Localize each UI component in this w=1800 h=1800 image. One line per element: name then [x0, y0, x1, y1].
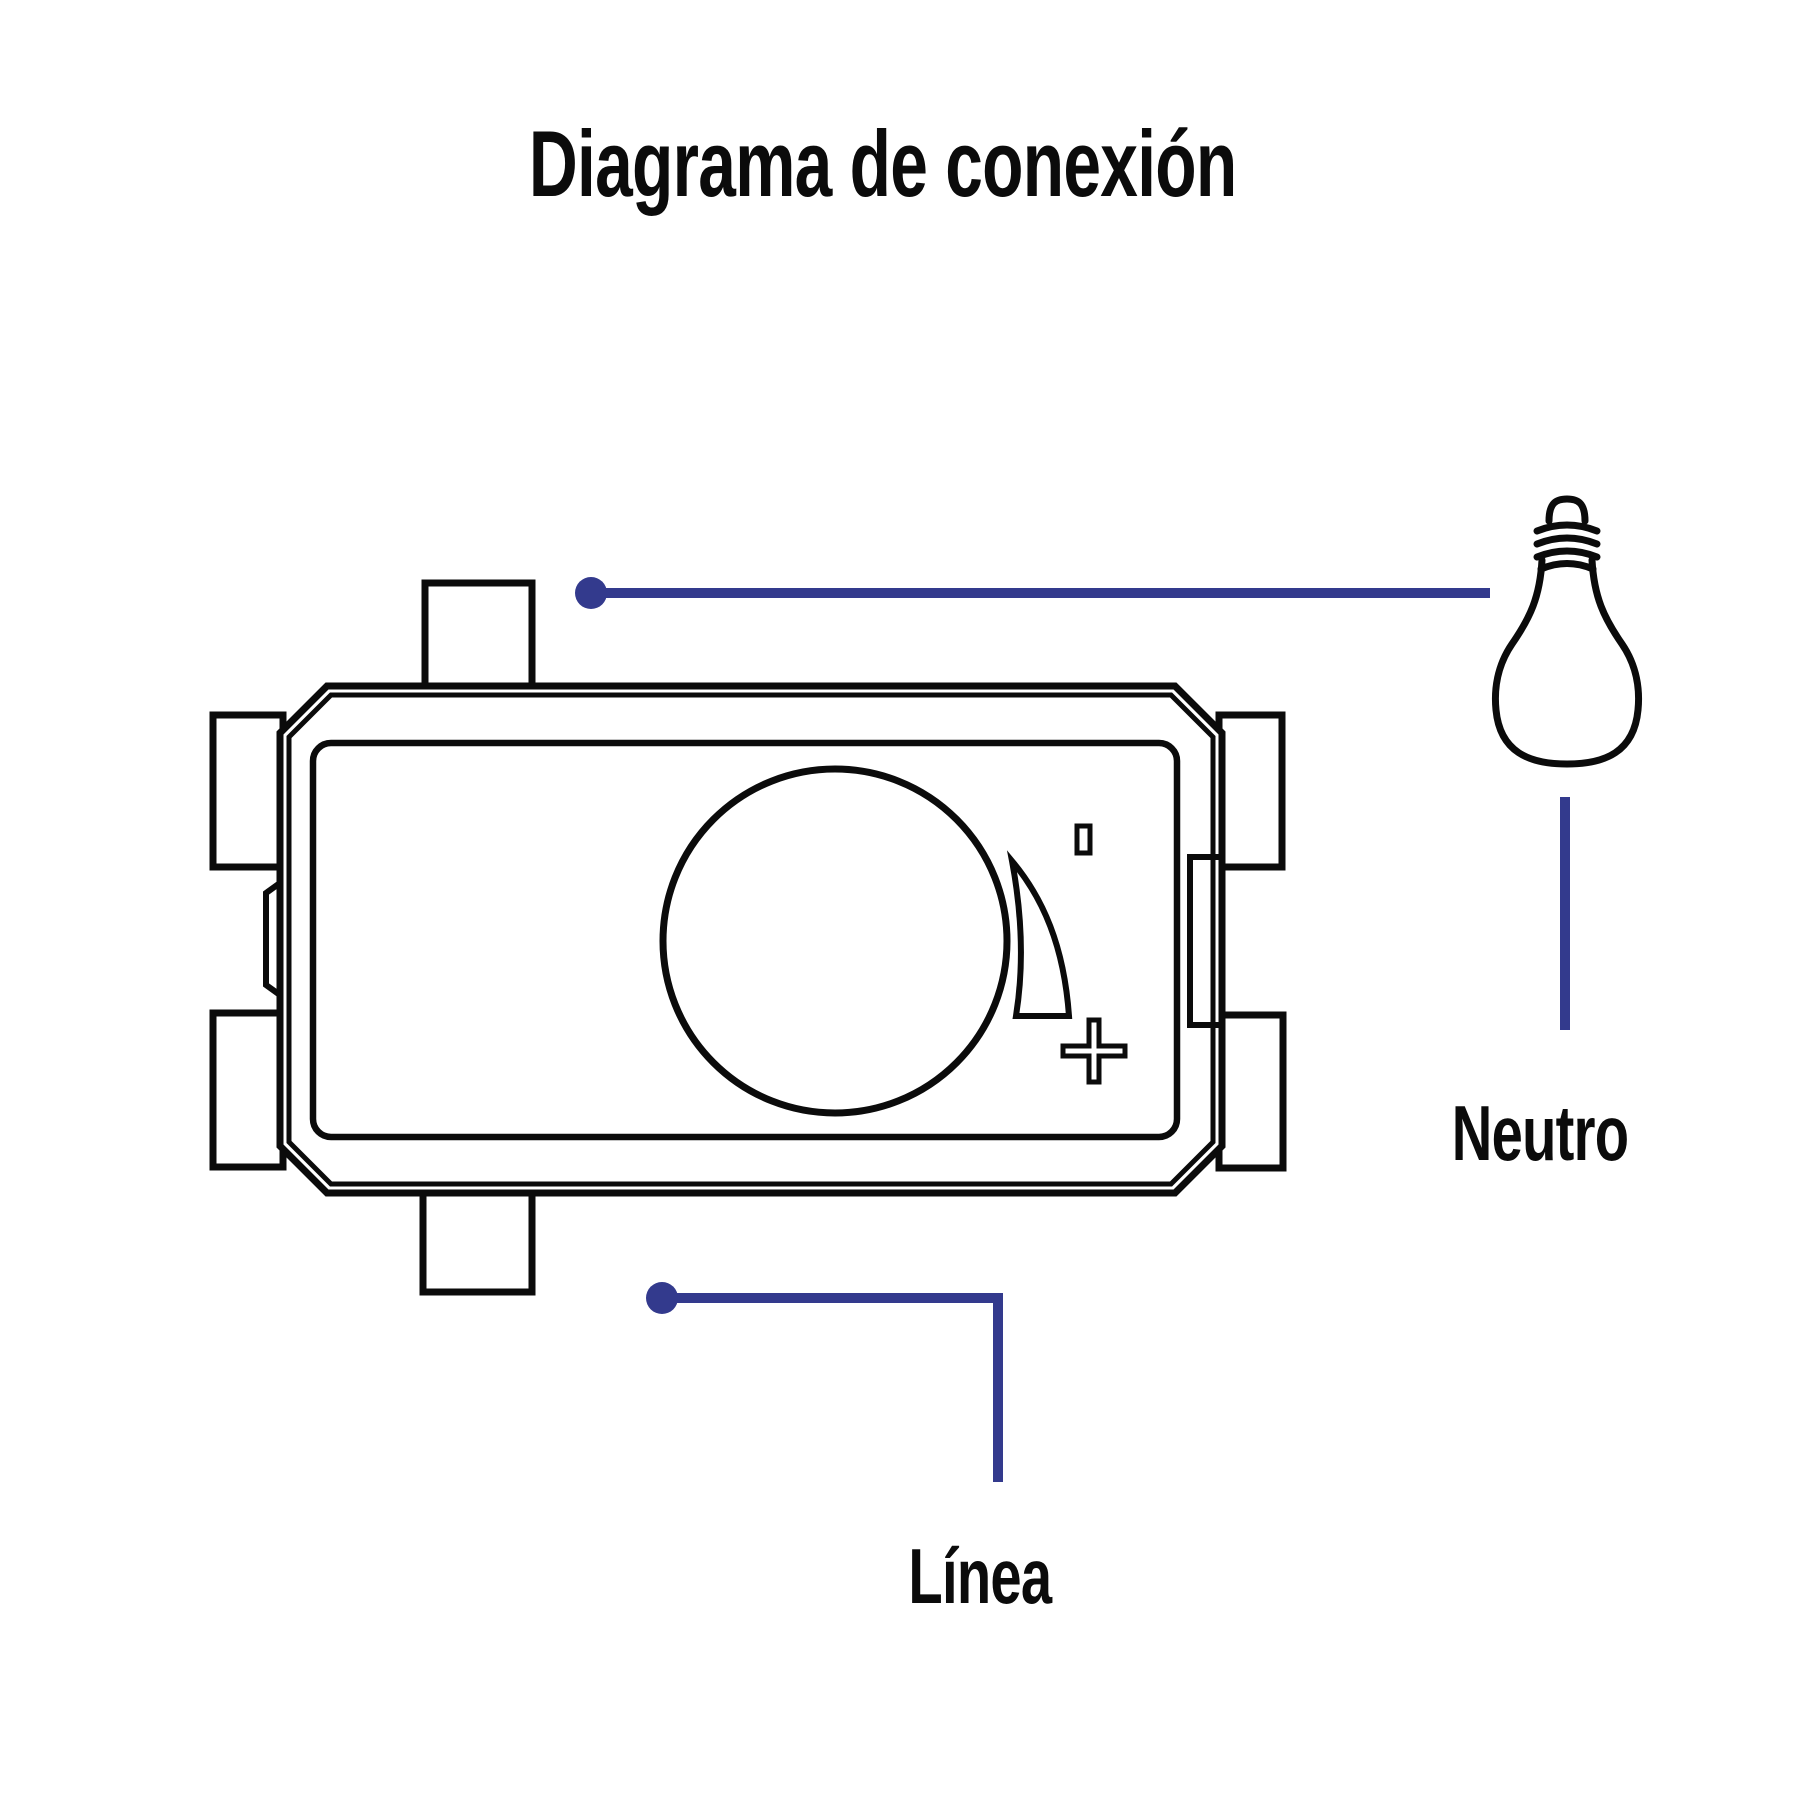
min-bar-icon: [1074, 823, 1093, 856]
dimmer-switch: [209, 579, 1287, 1296]
mounting-tab-top: [421, 579, 536, 693]
right-clip-bracket: [1187, 854, 1220, 1028]
neutral-label: Neutro: [1452, 1090, 1629, 1177]
light-bulb-icon: [1491, 495, 1643, 768]
bulb-glass: [1491, 556, 1643, 768]
bulb-thread: [1537, 560, 1597, 573]
bulb-thread: [1533, 521, 1601, 535]
mounting-tab-bottom: [419, 1188, 536, 1296]
mounting-tab-right-lower: [1215, 1011, 1287, 1172]
bulb-thread: [1533, 547, 1601, 561]
dimmer-knob-icon: [659, 765, 1011, 1117]
mounting-tab-right-upper: [1215, 711, 1286, 871]
bulb-thread: [1533, 534, 1601, 548]
mounting-tab-left-upper: [209, 711, 287, 871]
junction-dot-bottom: [646, 1282, 678, 1314]
plus-icon: [1060, 1017, 1128, 1085]
mounting-tab-left-lower: [209, 1009, 287, 1171]
page-title: Diagrama de conexión: [529, 112, 1237, 216]
dimmer-body-outline-inner: [286, 692, 1216, 1187]
wiring: [591, 588, 1570, 1482]
bulb-cap: [1545, 495, 1589, 525]
line-label: Línea: [908, 1533, 1053, 1620]
left-clip-bump: [263, 880, 282, 998]
intensity-wedge-icon: [1006, 850, 1073, 1019]
line-wire: [662, 1293, 1003, 1482]
junction-dot-top: [575, 577, 607, 609]
